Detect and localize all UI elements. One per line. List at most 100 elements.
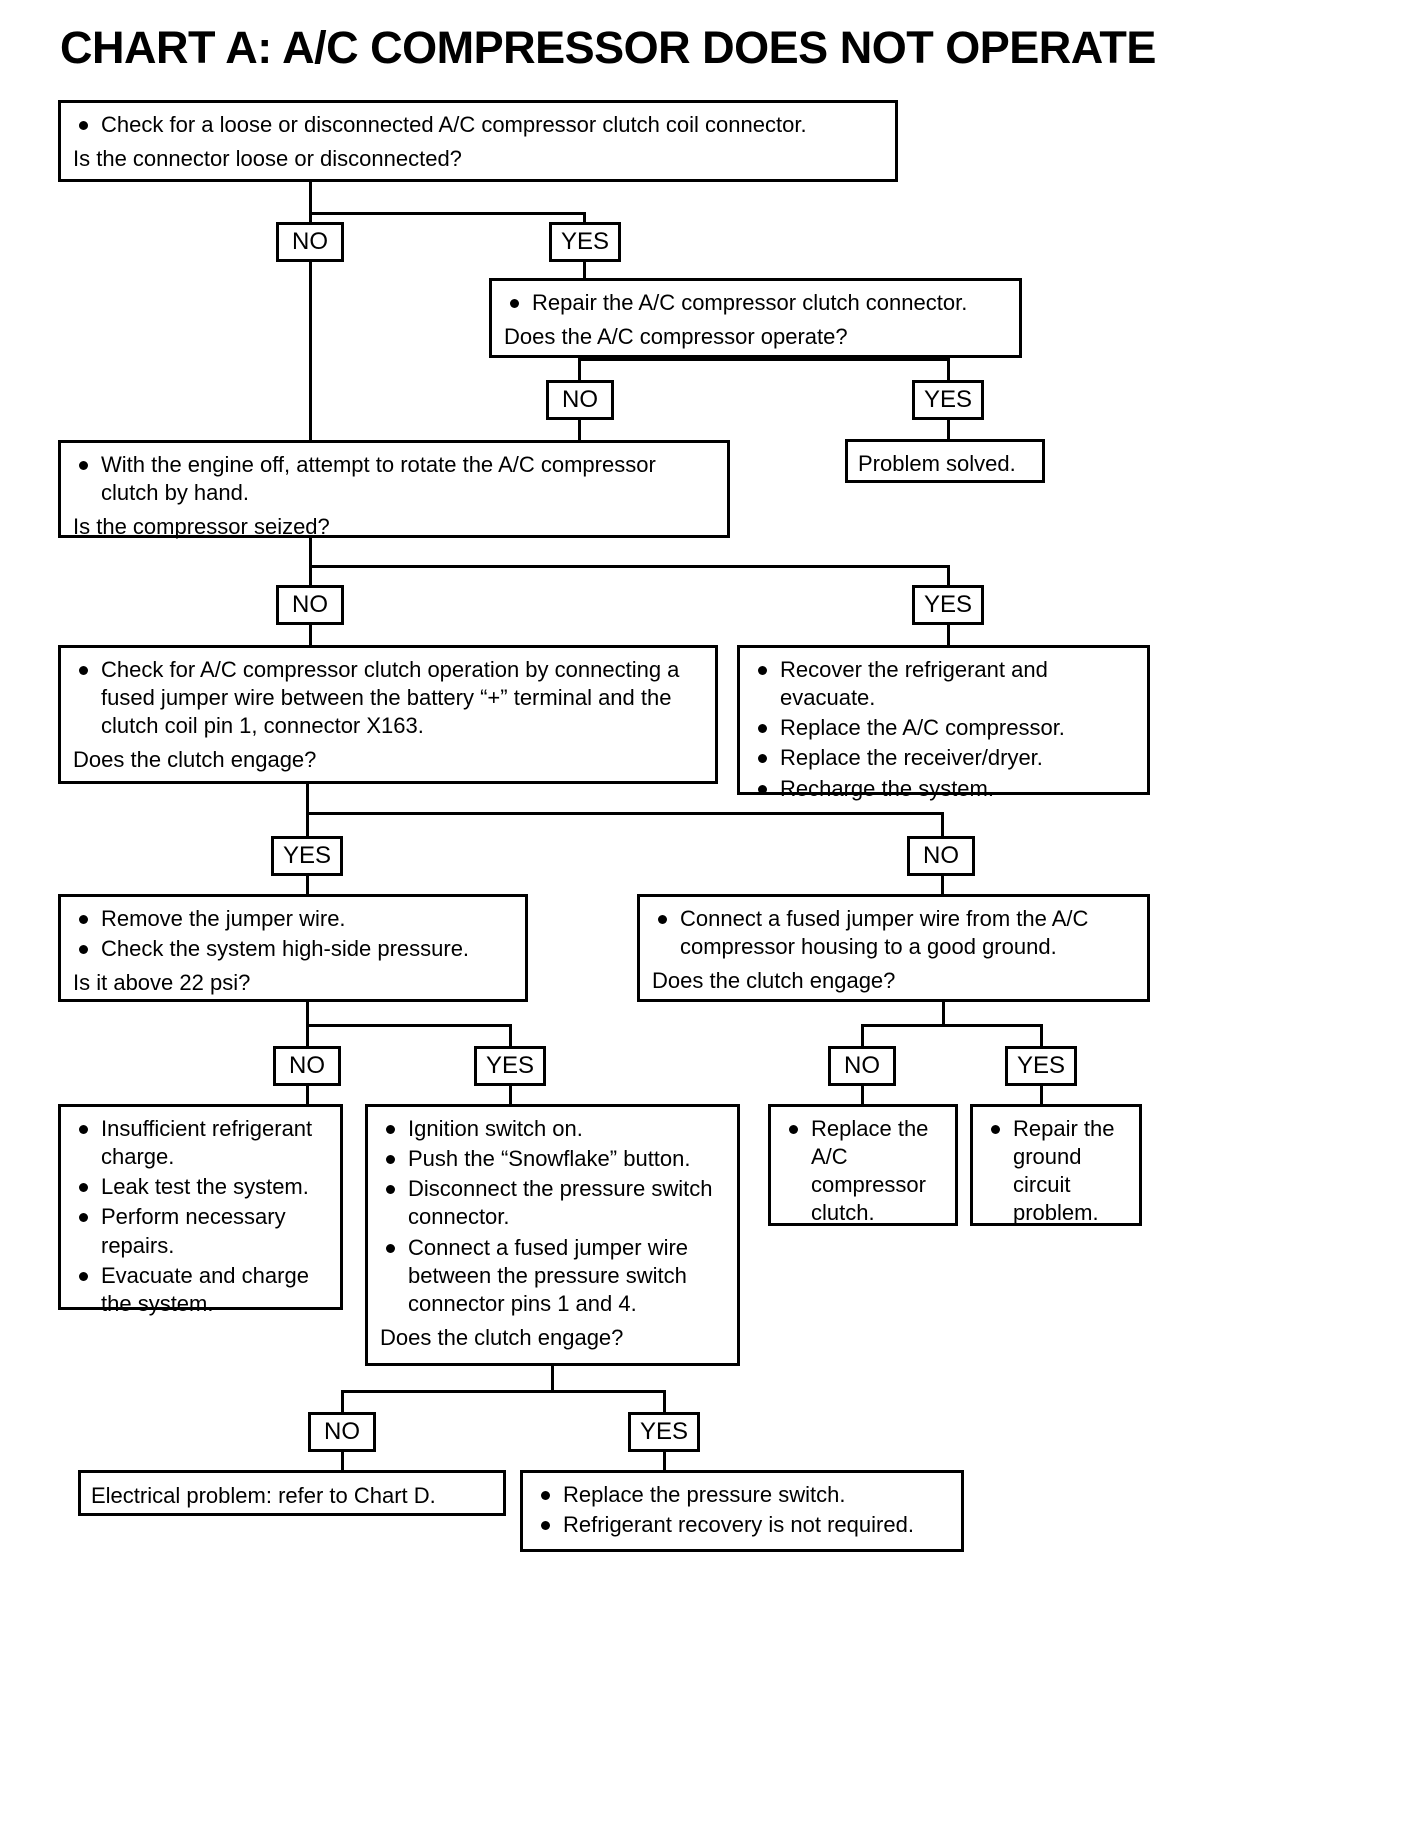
connector-line <box>578 358 950 361</box>
node-question: Does the clutch engage? <box>652 968 896 994</box>
list-item: Replace the A/C compressor clutch. <box>781 1115 945 1228</box>
connector-line <box>309 538 312 565</box>
connector-line <box>309 212 586 215</box>
list-item: With the engine off, attempt to rotate t… <box>71 451 717 507</box>
connector-line <box>551 1366 554 1390</box>
node-repair-ground: Repair the ground circuit problem. <box>970 1104 1142 1226</box>
node-question: Does the clutch engage? <box>380 1325 624 1351</box>
connector-line <box>341 1390 666 1393</box>
connector-line <box>341 1452 344 1470</box>
bullet-list: Replace the pressure switch. Refrigerant… <box>533 1481 951 1539</box>
list-item: Recharge the system. <box>750 775 1137 803</box>
list-item: Leak test the system. <box>71 1173 330 1201</box>
node-rotate-clutch: With the engine off, attempt to rotate t… <box>58 440 730 540</box>
branch-label-yes: YES <box>474 1046 546 1086</box>
page-title: CHART A: A/C COMPRESSOR DOES NOT OPERATE <box>60 22 1156 73</box>
bullet-list: Replace the A/C compressor clutch. <box>781 1115 945 1228</box>
node-question: Does the A/C compressor operate? <box>504 324 848 350</box>
connector-line <box>309 182 312 212</box>
list-item: Connect a fused jumper wire from the A/C… <box>650 905 1137 961</box>
node-jumper-clutch-coil: Check for A/C compressor clutch operatio… <box>58 645 718 784</box>
connector-line <box>306 1024 512 1027</box>
bullet-list: With the engine off, attempt to rotate t… <box>71 451 717 507</box>
bullet-list: Check for A/C compressor clutch operatio… <box>71 656 705 740</box>
node-jumper-to-ground: Connect a fused jumper wire from the A/C… <box>637 894 1150 1002</box>
connector-line <box>663 1452 666 1470</box>
connector-line <box>861 1024 1043 1027</box>
branch-label-no: NO <box>907 836 975 876</box>
bullet-list: Insufficient refrigerant charge. Leak te… <box>71 1115 330 1318</box>
bullet-list: Check for a loose or disconnected A/C co… <box>71 111 885 139</box>
connector-line <box>947 358 950 380</box>
node-replace-clutch: Replace the A/C compressor clutch. <box>768 1104 958 1226</box>
node-text: Problem solved. <box>858 451 1016 476</box>
list-item: Perform necessary repairs. <box>71 1203 330 1259</box>
node-question: Is it above 22 psi? <box>73 970 251 996</box>
bullet-list: Remove the jumper wire. Check the system… <box>71 905 515 963</box>
bullet-list: Repair the ground circuit problem. <box>983 1115 1129 1228</box>
branch-label-yes: YES <box>549 222 621 262</box>
list-item: Connect a fused jumper wire between the … <box>378 1234 727 1318</box>
branch-label-no: NO <box>276 222 344 262</box>
list-item: Ignition switch on. <box>378 1115 727 1143</box>
branch-label-no: NO <box>276 585 344 625</box>
node-recover-replace: Recover the refrigerant and evacuate. Re… <box>737 645 1150 801</box>
connector-line <box>663 1390 666 1412</box>
connector-line <box>941 812 944 836</box>
branch-label-yes: YES <box>271 836 343 876</box>
connector-line <box>306 1002 309 1024</box>
branch-label-yes: YES <box>1005 1046 1077 1086</box>
list-item: Evacuate and charge the system. <box>71 1262 330 1318</box>
connector-line <box>583 262 586 278</box>
connector-line <box>306 876 309 894</box>
branch-label-yes: YES <box>912 380 984 420</box>
connector-line <box>509 1024 512 1046</box>
list-item: Recover the refrigerant and evacuate. <box>750 656 1137 712</box>
node-problem-solved: Problem solved. <box>845 439 1045 483</box>
node-check-high-side-pressure: Remove the jumper wire. Check the system… <box>58 894 528 1002</box>
node-text: Electrical problem: refer to Chart D. <box>91 1483 436 1508</box>
connector-line <box>583 212 586 222</box>
branch-label-no: NO <box>273 1046 341 1086</box>
connector-line <box>861 1024 864 1046</box>
list-item: Replace the pressure switch. <box>533 1481 951 1509</box>
branch-label-yes: YES <box>628 1412 700 1452</box>
connector-line <box>309 625 312 645</box>
bullet-list: Recover the refrigerant and evacuate. Re… <box>750 656 1137 803</box>
connector-line <box>306 812 309 836</box>
connector-line <box>1040 1086 1043 1104</box>
connector-line <box>341 1390 344 1412</box>
connector-line <box>306 784 309 812</box>
bullet-list: Ignition switch on. Push the “Snowflake”… <box>378 1115 727 1318</box>
connector-line <box>509 1086 512 1104</box>
list-item: Push the “Snowflake” button. <box>378 1145 727 1173</box>
list-item: Repair the A/C compressor clutch connect… <box>502 289 1009 317</box>
list-item: Check for A/C compressor clutch operatio… <box>71 656 705 740</box>
connector-line <box>861 1086 864 1104</box>
branch-label-no: NO <box>546 380 614 420</box>
bullet-list: Connect a fused jumper wire from the A/C… <box>650 905 1137 961</box>
node-ignition-snowflake: Ignition switch on. Push the “Snowflake”… <box>365 1104 740 1366</box>
connector-line <box>947 565 950 587</box>
node-check-connector: Check for a loose or disconnected A/C co… <box>58 100 898 182</box>
list-item: Replace the receiver/dryer. <box>750 744 1137 772</box>
connector-line <box>941 876 944 894</box>
connector-line <box>942 1002 945 1024</box>
node-replace-pressure-switch: Replace the pressure switch. Refrigerant… <box>520 1470 964 1552</box>
list-item: Refrigerant recovery is not required. <box>533 1511 951 1539</box>
connector-line <box>309 565 950 568</box>
connector-line <box>309 565 312 587</box>
bullet-list: Repair the A/C compressor clutch connect… <box>502 289 1009 317</box>
connector-line <box>306 1024 309 1046</box>
node-question: Does the clutch engage? <box>73 747 317 773</box>
connector-line <box>578 420 581 440</box>
list-item: Repair the ground circuit problem. <box>983 1115 1129 1228</box>
node-question: Is the compressor seized? <box>73 514 330 540</box>
node-repair-connector: Repair the A/C compressor clutch connect… <box>489 278 1022 358</box>
connector-line <box>947 420 950 439</box>
connector-line <box>306 1086 309 1104</box>
node-question: Is the connector loose or disconnected? <box>73 146 462 172</box>
connector-line <box>309 212 312 222</box>
list-item: Disconnect the pressure switch connector… <box>378 1175 727 1231</box>
